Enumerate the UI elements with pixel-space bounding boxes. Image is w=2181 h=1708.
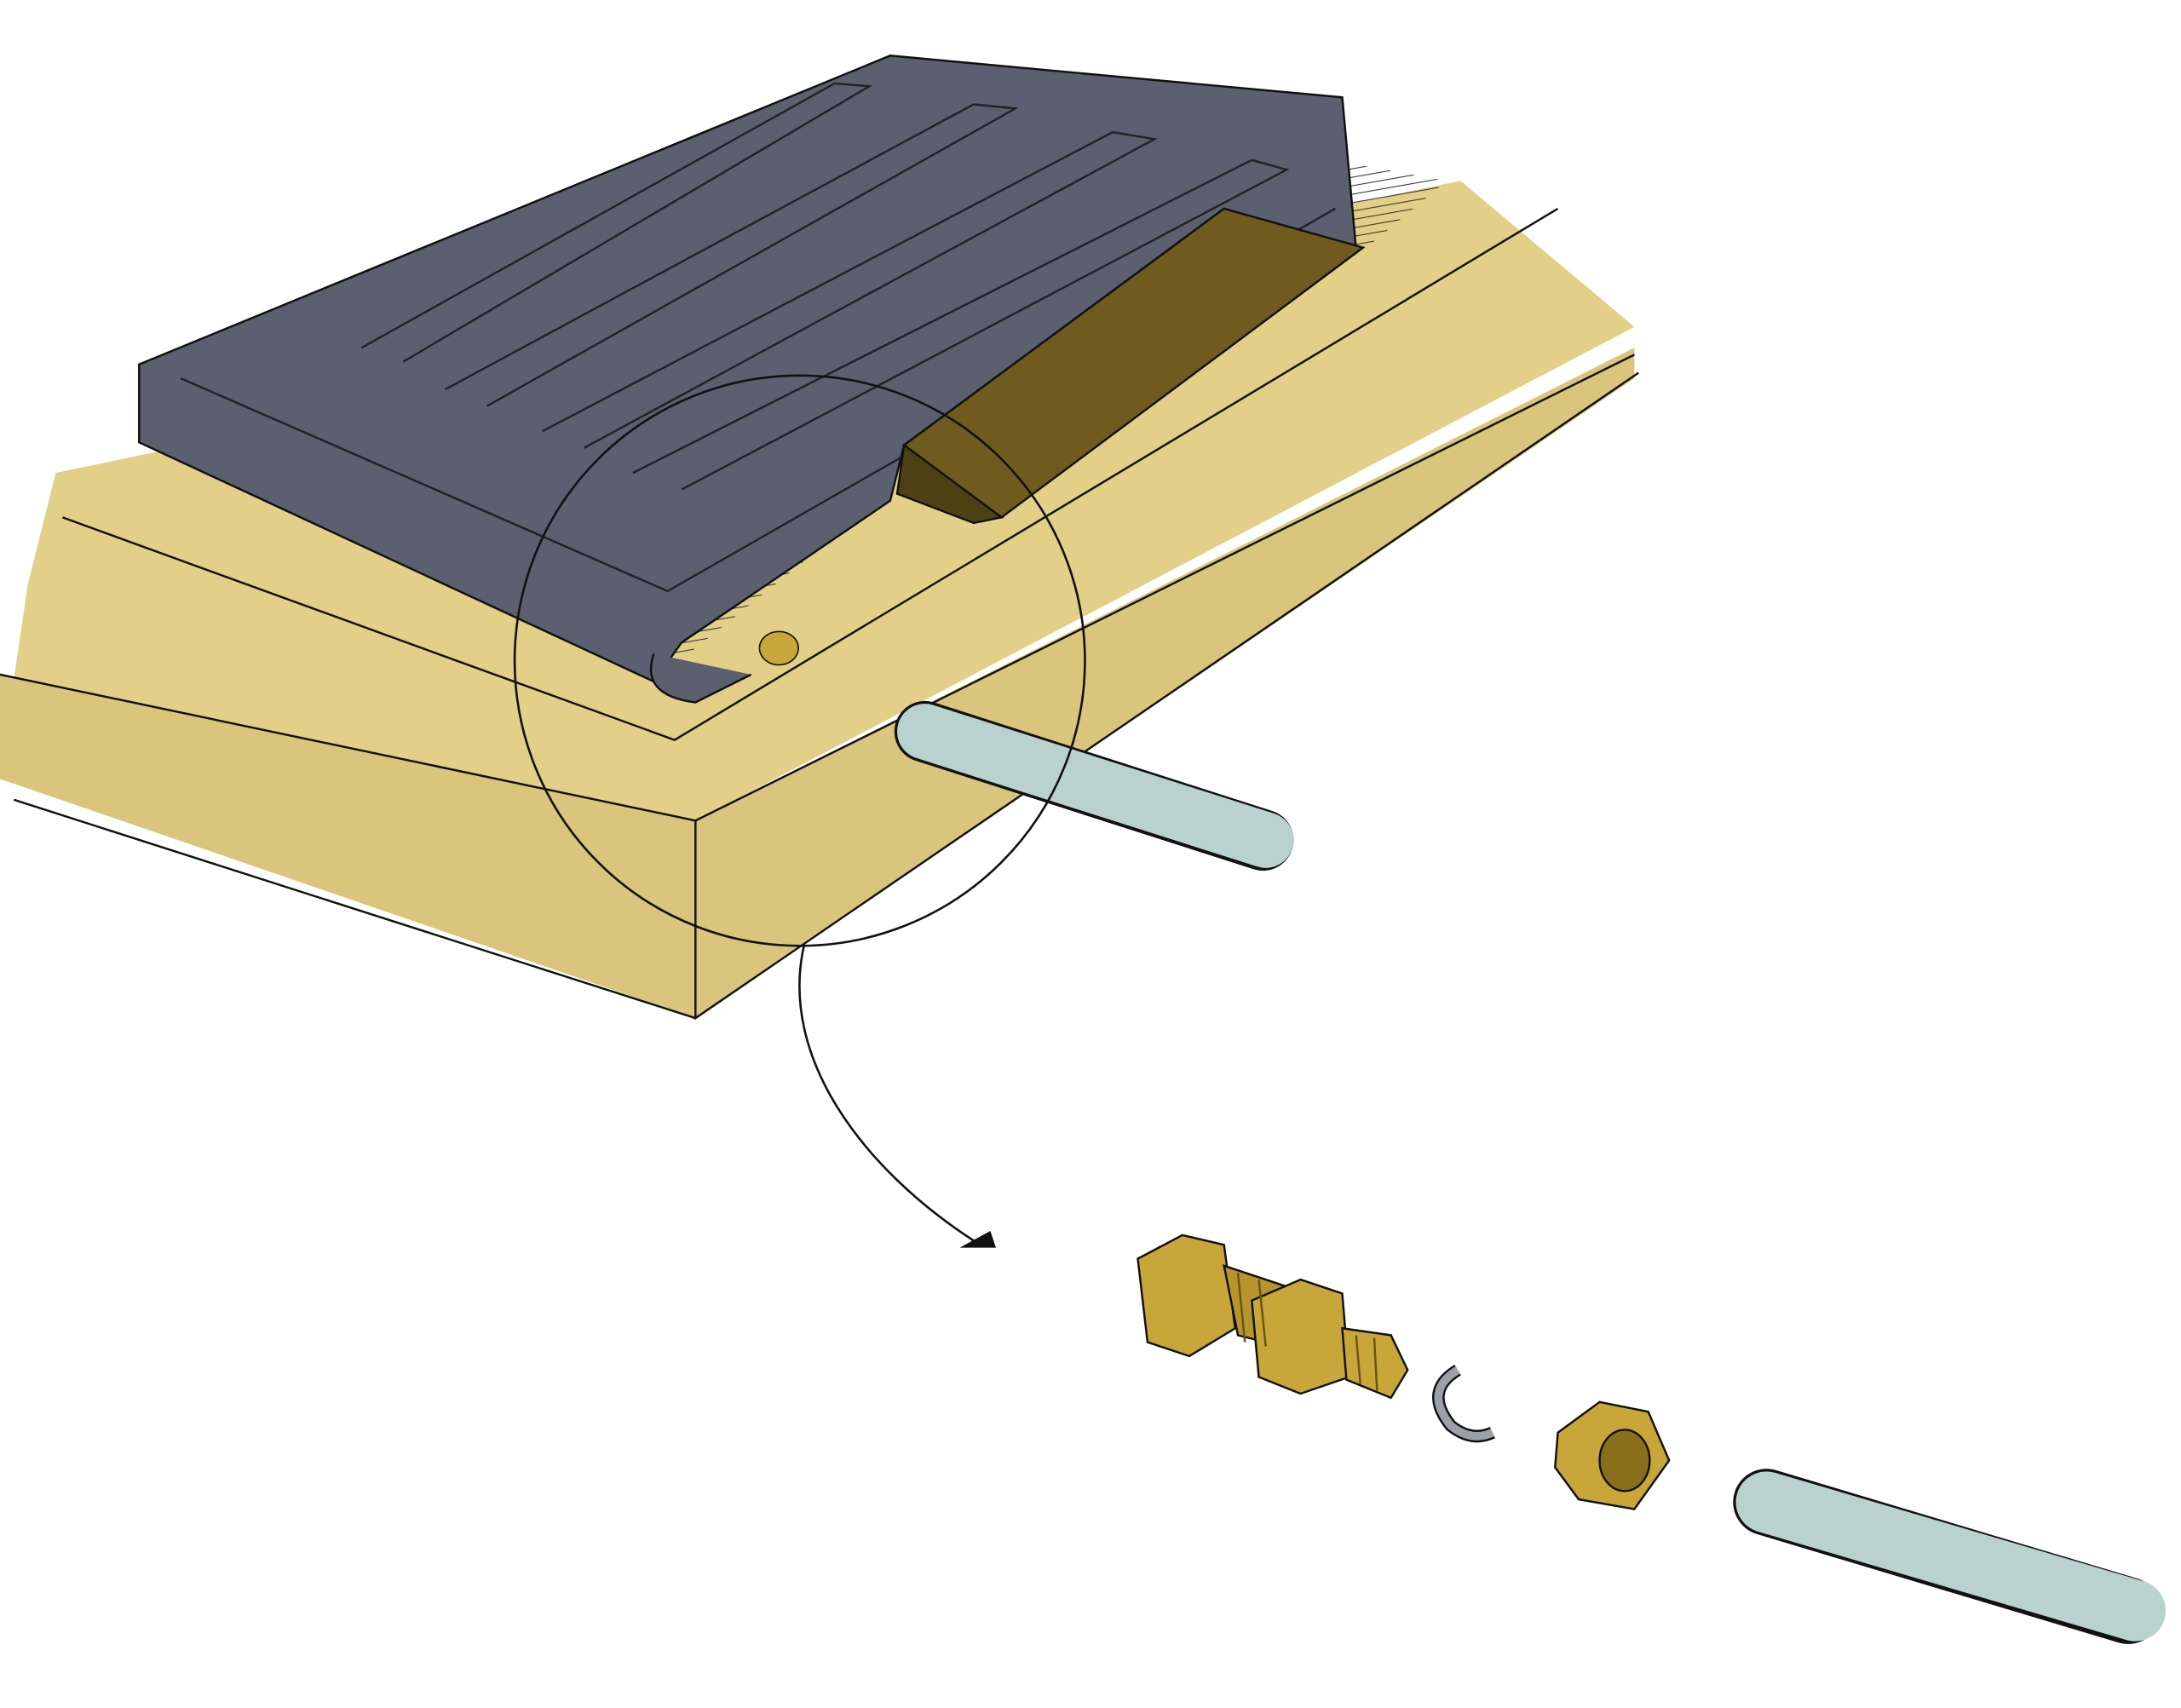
hex-nut: [1554, 1400, 1671, 1510]
detail-circle: [513, 374, 1086, 947]
pointer-arrow: [798, 945, 996, 1248]
slab-front-face: [0, 674, 696, 1019]
pipe: [894, 700, 1294, 871]
pipe-end: [1733, 1469, 2167, 1644]
wood-block: [895, 207, 1366, 525]
brass-fitting: [1137, 1234, 1409, 1400]
radiator-valve-stub: [758, 630, 799, 666]
slab-right-face: [695, 348, 1635, 1019]
